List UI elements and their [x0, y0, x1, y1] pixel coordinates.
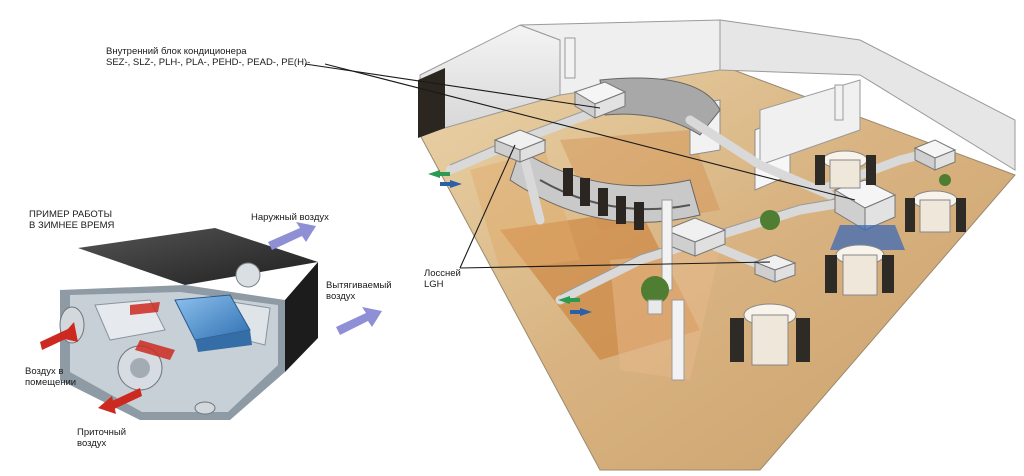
room-air-label: Воздух в помещении: [25, 366, 76, 388]
exhaust-air-label: Вытягиваемый воздух: [326, 280, 392, 302]
supply-air-line1: Приточный: [77, 427, 127, 438]
indoor-unit-label: Внутренний блок кондиционера SEZ-, SLZ-,…: [106, 46, 310, 68]
dining-tables: [730, 150, 966, 366]
supply-air-arrow: [98, 388, 142, 414]
columns: [564, 37, 844, 381]
outdoor-air-line1: Наружный воздух: [251, 212, 329, 223]
indoor-unit-label-line2: SEZ-, SLZ-, PLH-, PLA-, PEHD-, PEAD-, PE…: [106, 57, 311, 68]
indoor-unit-3: [913, 139, 957, 171]
potted-plants: [641, 174, 951, 315]
room-air-line1: Воздух в: [25, 366, 64, 377]
lossnay-unit-2: [663, 217, 727, 257]
indoor-unit-2: [830, 179, 905, 250]
winter-example-title: ПРИМЕР РАБОТЫ В ЗИМНЕЕ ВРЕМЯ: [29, 209, 114, 231]
table-4: [730, 303, 810, 366]
supply-air-label: Приточный воздух: [77, 427, 126, 449]
exhaust-air-arrow: [336, 307, 382, 335]
table-3: [825, 244, 894, 296]
bar-stools: [563, 168, 644, 230]
outdoor-air-label: Наружный воздух: [251, 212, 329, 223]
indoor-unit-label-line1: Внутренний блок кондиционера: [106, 46, 247, 57]
lossnay-line1: Лоссней: [424, 268, 461, 279]
exhaust-air-line1: Вытягиваемый: [326, 280, 392, 291]
room-air-line2: помещении: [25, 377, 77, 388]
lossnay-unit-1: [493, 129, 547, 163]
winter-example-line2: В ЗИМНЕЕ ВРЕМЯ: [29, 220, 115, 231]
room-air-arrow: [40, 322, 78, 350]
building-air-arrows: [428, 170, 592, 316]
table-1: [815, 150, 876, 189]
winter-example-line1: ПРИМЕР РАБОТЫ: [29, 209, 112, 220]
callout-lines: [304, 63, 856, 269]
exhaust-air-line2: воздух: [326, 291, 356, 302]
indoor-unit-1: [573, 81, 627, 119]
lossnay-cutaway-unit: [59, 228, 318, 420]
lossnay-line2: LGH: [424, 279, 444, 290]
lossnay-label: Лоссней LGH: [424, 268, 461, 290]
supply-air-line2: воздух: [77, 438, 107, 449]
outdoor-air-arrow: [268, 222, 316, 250]
lossnay-unit-3: [753, 254, 797, 283]
table-2: [905, 190, 966, 233]
